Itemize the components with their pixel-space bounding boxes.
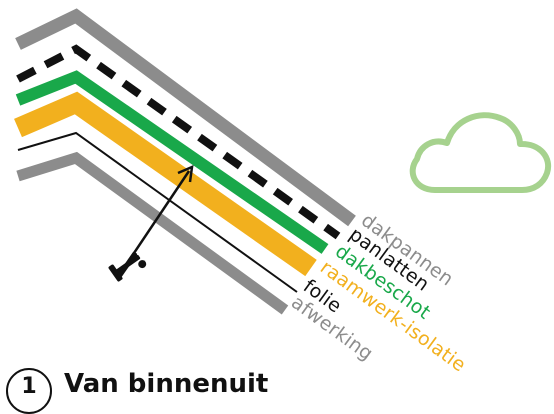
tools-icon: [108, 251, 147, 282]
layer-band-dakbeschot: [15, 70, 329, 254]
layer-band-afwerking: [16, 151, 289, 315]
cloud-icon: [409, 112, 552, 193]
step-number: 1: [21, 374, 37, 399]
layer-band-folie: [17, 131, 298, 293]
step-number-badge: 1: [6, 368, 52, 414]
direction-arrow: [126, 164, 194, 263]
layer-band-raamwerk-isolatie: [14, 91, 317, 277]
roof-section-diagram: dakpannen panlatten dakbeschot raamwerk-…: [14, 8, 552, 376]
layer-band-dakpannen: [15, 8, 356, 227]
step-title: Van binnenuit: [64, 369, 269, 399]
layer-band-panlatten: [16, 44, 341, 240]
